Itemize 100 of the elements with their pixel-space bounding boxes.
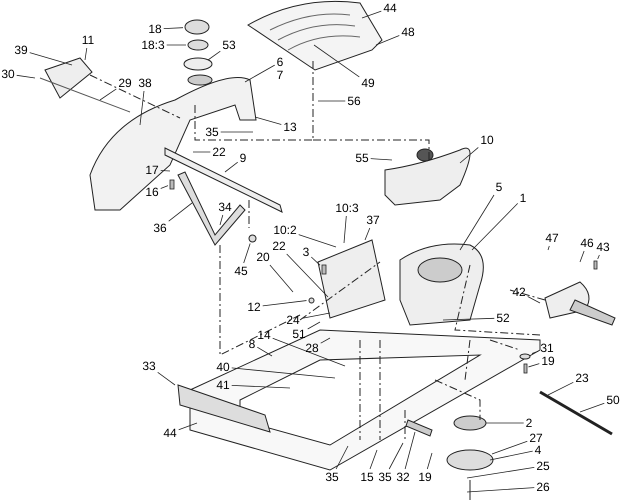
callout-number: 35 bbox=[204, 125, 220, 139]
leader-line bbox=[157, 372, 176, 386]
leader-line bbox=[532, 350, 539, 354]
callout-number: 34 bbox=[217, 200, 233, 214]
leader-line bbox=[270, 264, 294, 292]
leader-line bbox=[166, 44, 186, 46]
bolt-drawing bbox=[592, 260, 598, 270]
leader-line bbox=[466, 467, 535, 478]
callout-number: 13 bbox=[282, 120, 298, 134]
leader-line bbox=[426, 452, 432, 470]
callout-number: 28 bbox=[304, 341, 320, 355]
leader-line bbox=[580, 402, 605, 412]
leader-line bbox=[160, 170, 170, 172]
leader-line bbox=[486, 422, 524, 424]
leader-line bbox=[272, 338, 346, 366]
callout-number: 56 bbox=[346, 94, 362, 108]
nut-drawing bbox=[248, 234, 256, 242]
callout-number: 9 bbox=[238, 151, 248, 165]
leader-line bbox=[528, 363, 540, 368]
leader-line bbox=[208, 50, 221, 60]
o-ring-drawing bbox=[187, 39, 209, 51]
leader-line bbox=[262, 300, 307, 306]
leader-line bbox=[388, 442, 404, 470]
leader-line bbox=[460, 147, 479, 164]
callout-number: 8 bbox=[248, 337, 256, 351]
leader-line bbox=[224, 162, 238, 172]
callout-number: 14 bbox=[256, 328, 272, 342]
leader-line bbox=[404, 432, 416, 470]
callout-number: 38 bbox=[137, 76, 153, 90]
callout-number: 48 bbox=[400, 25, 416, 39]
leader-line bbox=[100, 88, 117, 100]
callout-number: 17 bbox=[144, 163, 160, 177]
callout-number: 25 bbox=[535, 459, 551, 473]
callout-number: 33 bbox=[141, 359, 157, 373]
callout-number: 16 bbox=[144, 185, 160, 199]
leader-line bbox=[336, 446, 348, 470]
callout-number: 44 bbox=[162, 426, 178, 440]
bolt-drawing bbox=[169, 178, 175, 190]
leader-line bbox=[548, 382, 574, 396]
leader-line bbox=[140, 90, 144, 126]
callout-number: 32 bbox=[395, 470, 411, 484]
leader-line bbox=[254, 116, 282, 125]
washer-drawing bbox=[519, 352, 531, 360]
callout-number: 27 bbox=[528, 431, 544, 445]
leader-line bbox=[364, 228, 370, 240]
leader-line bbox=[548, 246, 550, 250]
callout-number: 46 bbox=[579, 236, 595, 250]
leader-line bbox=[231, 368, 336, 378]
leader-line bbox=[318, 100, 346, 102]
leader-line bbox=[466, 487, 535, 492]
callout-number: 37 bbox=[365, 213, 381, 227]
callout-number: 36 bbox=[152, 221, 168, 235]
leader-line bbox=[160, 185, 168, 189]
callout-number: 41 bbox=[215, 378, 231, 392]
callout-number: 50 bbox=[605, 393, 621, 407]
callout-number: 10 bbox=[479, 133, 495, 147]
callout-number: 26 bbox=[535, 480, 551, 494]
callout-number: 40 bbox=[215, 360, 231, 374]
callout-number: 52 bbox=[495, 311, 511, 325]
leader-line bbox=[490, 450, 534, 460]
callout-number: 7 bbox=[276, 68, 284, 82]
callout-number: 1 bbox=[518, 191, 528, 205]
leader-line bbox=[307, 322, 320, 330]
callout-number: 6 bbox=[276, 55, 284, 69]
fuel-cap-drawing bbox=[184, 19, 210, 35]
callout-number: 42 bbox=[511, 285, 527, 299]
callout-number: 35 bbox=[377, 470, 393, 484]
leader-line bbox=[376, 35, 400, 46]
leader-line bbox=[168, 202, 192, 222]
leader-line bbox=[231, 385, 290, 388]
callout-number: 45 bbox=[233, 264, 249, 278]
leader-line bbox=[344, 216, 347, 244]
callout-number: 2 bbox=[524, 416, 534, 430]
callout-number: 10:3 bbox=[334, 201, 360, 215]
leader-line bbox=[29, 52, 72, 66]
callout-number: 23 bbox=[574, 371, 590, 385]
leader-line bbox=[314, 44, 360, 78]
callout-number: 47 bbox=[544, 231, 560, 245]
callout-number: 11 bbox=[80, 33, 96, 47]
leader-line bbox=[580, 250, 584, 262]
callout-number: 3 bbox=[302, 245, 310, 259]
callout-number: 19 bbox=[417, 470, 433, 484]
callout-number: 43 bbox=[595, 240, 611, 254]
callout-number: 24 bbox=[285, 313, 301, 327]
leader-line bbox=[442, 318, 495, 320]
leader-line bbox=[16, 74, 36, 78]
callout-number: 18 bbox=[147, 22, 163, 36]
leader-line bbox=[256, 346, 272, 356]
bolt-drawing bbox=[321, 264, 327, 274]
callout-number: 44 bbox=[382, 1, 398, 15]
callout-number: 18:3 bbox=[140, 38, 166, 52]
callout-number: 51 bbox=[291, 327, 307, 341]
leader-line bbox=[362, 10, 382, 18]
callout-number: 55 bbox=[354, 151, 370, 165]
leader-line bbox=[84, 48, 88, 60]
callout-number: 35 bbox=[324, 470, 340, 484]
leader-line bbox=[286, 254, 328, 298]
callout-number: 10:2 bbox=[272, 223, 298, 237]
callout-number: 22 bbox=[211, 145, 227, 159]
leader-line bbox=[472, 203, 518, 250]
